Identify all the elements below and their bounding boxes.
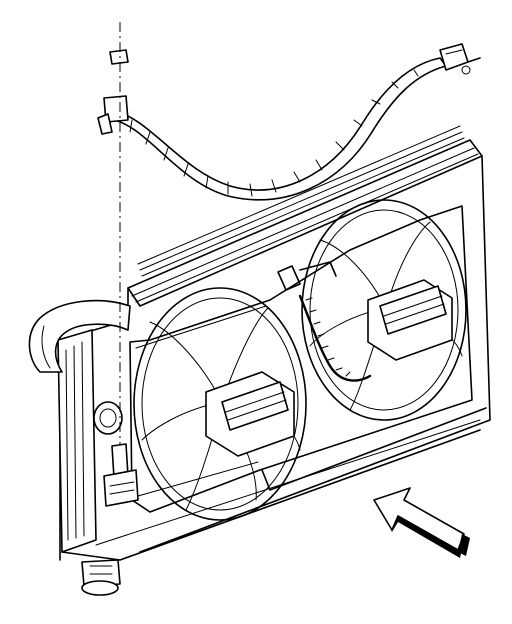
drain-cock [81,559,121,596]
upper-harness [111,43,481,201]
mounting-stud [103,443,139,507]
upper-radiator-hose [28,299,131,435]
wiring-harness [277,261,372,382]
harness-clip [97,49,129,135]
radiator [57,125,491,561]
direction-arrow [373,487,470,558]
right-cooling-fan [301,199,467,421]
left-cooling-fan [133,287,307,521]
